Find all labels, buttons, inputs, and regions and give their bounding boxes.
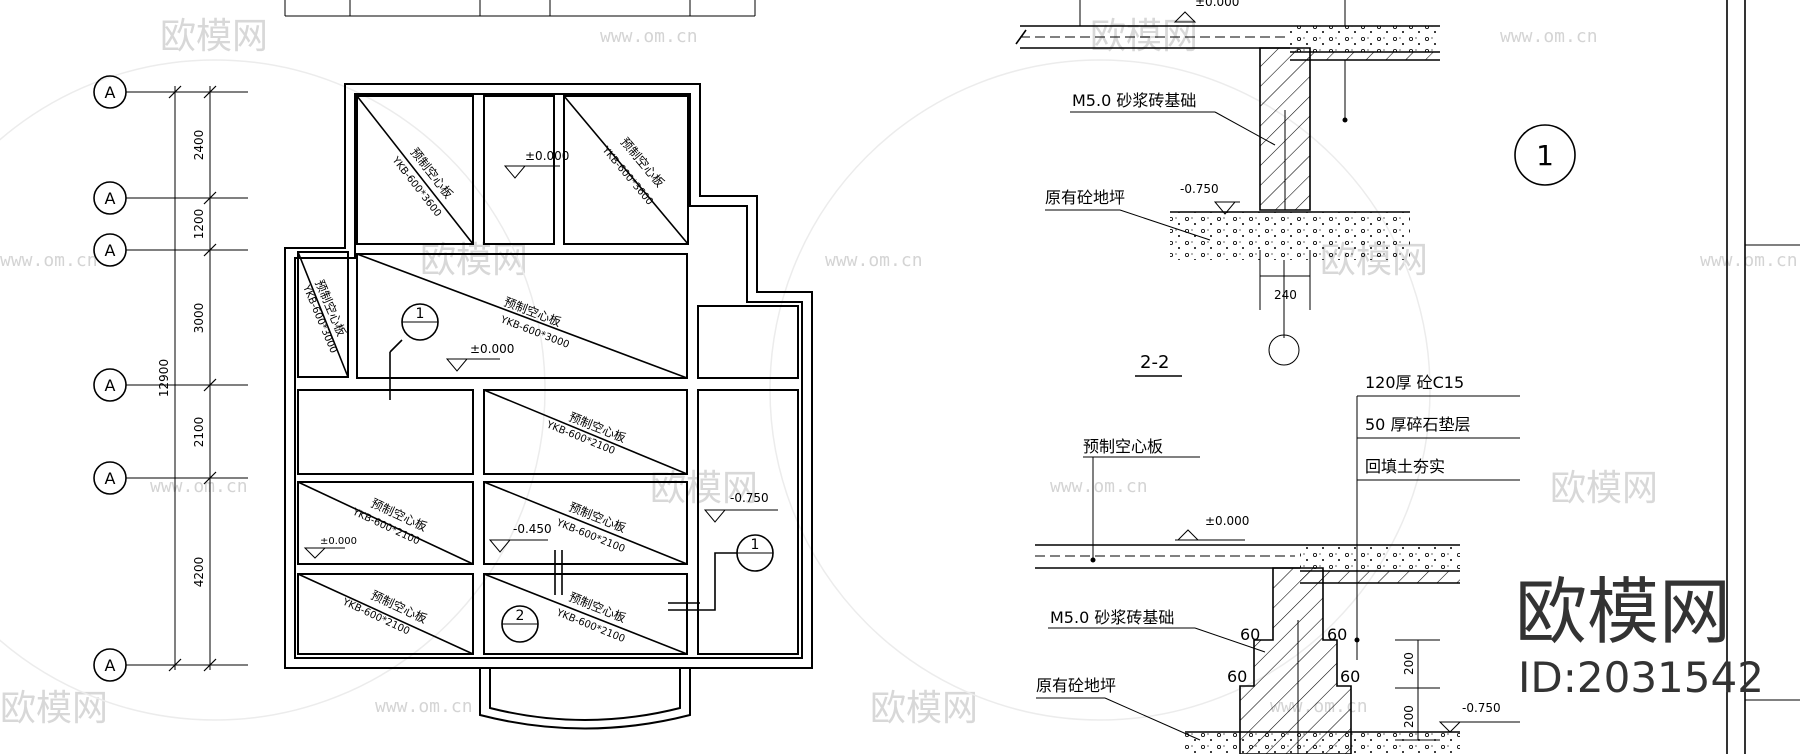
- axis-label: A: [105, 83, 116, 102]
- level-value: -0.450: [513, 522, 552, 536]
- foundation-label: M5.0 砂浆砖基础: [1072, 91, 1196, 110]
- dimension: 2400: [192, 130, 206, 161]
- section-title: 2-2: [1140, 352, 1169, 373]
- level-value: ±0.000: [1195, 0, 1239, 9]
- step-dimension: 60: [1327, 625, 1347, 644]
- section-2-detail: 2-2 120厚 砼C15 50 厚碎石垫层 回填土夯实 预制空心板 ±0.00…: [1035, 352, 1520, 754]
- dimension: 3000: [192, 303, 206, 334]
- watermark-url: www.om.cn: [150, 476, 248, 497]
- watermark-brand: 欧模网: [420, 240, 528, 281]
- watermark-url: www.om.cn: [375, 696, 473, 717]
- layer-label: 120厚 砼C15: [1365, 373, 1464, 392]
- layer-label: 50 厚碎石垫层: [1365, 415, 1470, 434]
- existing-floor-label: 原有砼地坪: [1045, 188, 1125, 207]
- axis-label: A: [105, 469, 116, 488]
- watermark-url: www.om.cn: [0, 250, 98, 271]
- dimension: 1200: [192, 209, 206, 240]
- level-value: ±0.000: [1205, 514, 1249, 528]
- axis-label: A: [105, 241, 116, 260]
- height-dimension: 200: [1402, 705, 1416, 728]
- level-value: -0.750: [730, 491, 769, 505]
- slab-label: 预制空心板: [1083, 437, 1163, 456]
- brand-name: 欧模网: [1515, 570, 1731, 654]
- layer-label: 回填土夯实: [1365, 457, 1445, 476]
- section-number: 1: [751, 537, 760, 553]
- axis-label: A: [105, 656, 116, 675]
- watermark-brand: 欧模网: [870, 688, 978, 729]
- section-markers: 1 1 2: [389, 303, 774, 643]
- foundation-label: M5.0 砂浆砖基础: [1050, 608, 1174, 627]
- height-dimension: 200: [1402, 652, 1416, 675]
- axis-bubbles: A A A A A A: [93, 75, 127, 682]
- watermark-url: www.om.cn: [600, 26, 698, 47]
- watermark-url: www.om.cn: [1500, 26, 1598, 47]
- watermark-brand: 欧模网: [160, 16, 268, 57]
- section-number: 2: [516, 608, 525, 624]
- dimension-total: 12900: [157, 359, 171, 397]
- axis-label: A: [105, 376, 116, 395]
- step-dimension: 60: [1227, 667, 1247, 686]
- axis-label: A: [105, 189, 116, 208]
- watermark-url: www.om.cn: [1700, 250, 1798, 271]
- level-value: -0.750: [1462, 701, 1501, 715]
- step-dimension: 60: [1340, 667, 1360, 686]
- watermark-url: www.om.cn: [825, 250, 923, 271]
- step-dimension: 60: [1240, 625, 1260, 644]
- watermark-brand: 欧模网: [0, 688, 108, 729]
- dimension: 4200: [192, 557, 206, 588]
- watermark-url: www.om.cn: [1050, 476, 1148, 497]
- level-value: -0.750: [1180, 182, 1219, 196]
- brand-logo: 欧模网 ID:2031542: [1515, 570, 1764, 702]
- watermark-brand: 欧模网: [1550, 468, 1658, 509]
- section-number: 1: [416, 306, 425, 322]
- dimension: 2100: [192, 417, 206, 448]
- level-marks: ±0.000 ±0.000 ±0.000 -0.450 -0.750: [303, 149, 778, 559]
- level-value: ±0.000: [470, 342, 514, 356]
- brand-id: ID:2031542: [1518, 653, 1764, 702]
- level-value: ±0.000: [525, 149, 569, 163]
- section-1-detail: ±0.000 M5.0 砂浆砖基础 原有砼地坪 -0.750 240 1: [1015, 0, 1576, 366]
- existing-floor-label: 原有砼地坪: [1036, 676, 1116, 695]
- width-dimension: 240: [1274, 288, 1297, 302]
- detail-mark: 1: [1536, 139, 1554, 172]
- level-value: ±0.000: [320, 536, 357, 547]
